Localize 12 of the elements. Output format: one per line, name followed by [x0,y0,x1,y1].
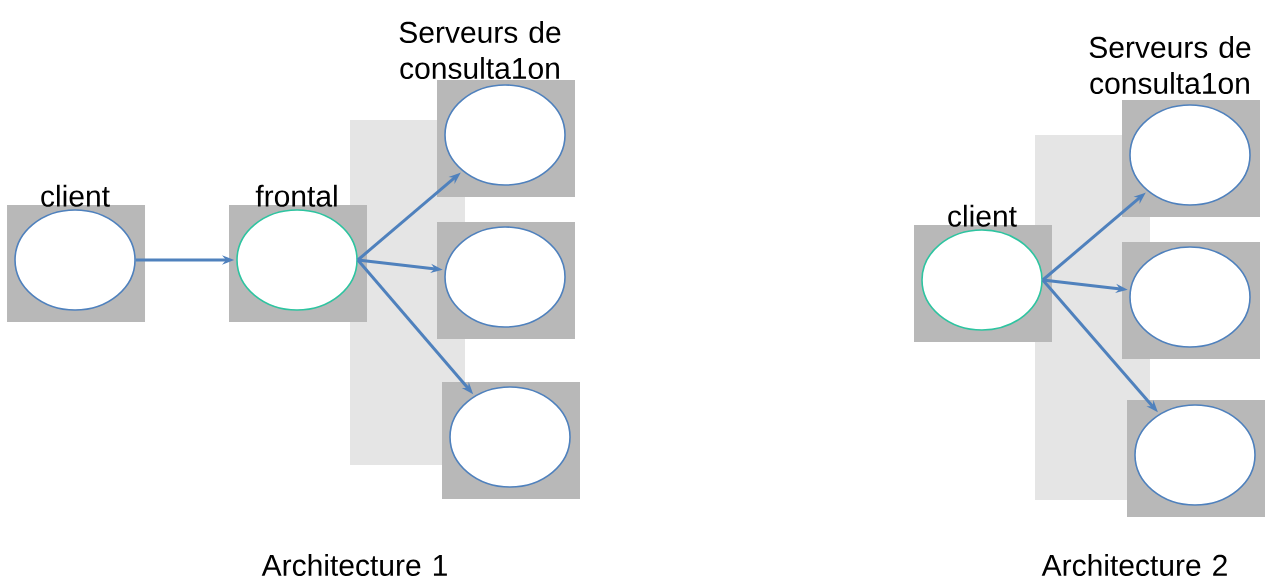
ellipse-node [444,84,566,186]
ellipse-node [1129,104,1251,206]
ellipse-node: client [921,204,1043,331]
ellipse-node: client [14,184,136,311]
node-label: frontal [255,184,337,207]
ellipse-node [1134,404,1256,506]
ellipse-node [1129,246,1251,348]
ellipse-node [444,226,566,328]
node-label: client [948,204,1017,227]
ellipse-node [449,386,571,488]
node-label: client [41,184,110,207]
ellipse-node: frontal [236,184,358,311]
